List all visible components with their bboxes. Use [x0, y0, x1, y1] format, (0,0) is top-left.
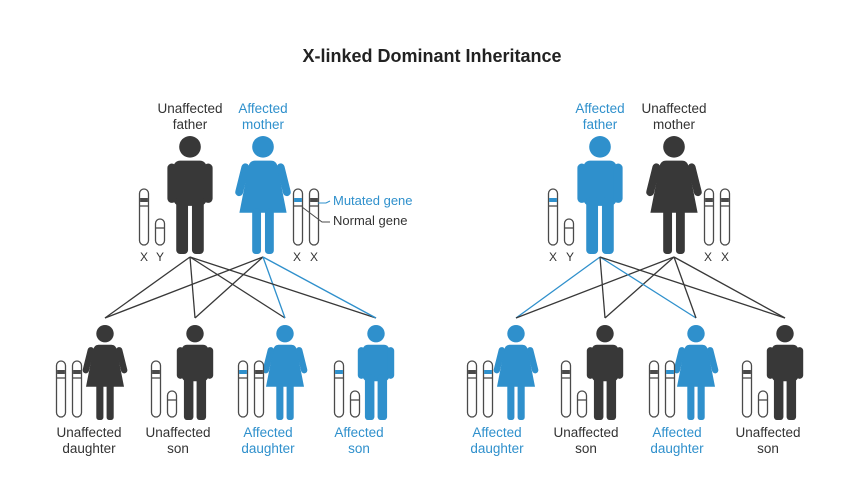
p1-child3-second-chromosome — [253, 360, 265, 418]
p1-child4-first-chromosome — [333, 360, 345, 418]
p2-father-to-child4-line — [599, 256, 786, 319]
p2-father-to-child1-line — [515, 256, 601, 319]
p1-mother-figure — [235, 136, 291, 254]
p2-mother-to-child4-line — [673, 256, 786, 319]
p1-father-y-label: Y — [156, 250, 165, 264]
p2-father-second-chromosome — [563, 218, 575, 246]
p2-father-to-child2-line — [599, 256, 606, 319]
p1-father-first-chromosome — [138, 188, 150, 246]
p1-father-second-chromosome — [154, 218, 166, 246]
p1-child2-figure — [176, 325, 214, 420]
p2-mother-to-child3-line — [673, 256, 697, 319]
p2-child2-first-chromosome — [560, 360, 572, 418]
p2-child4-second-chromosome — [757, 390, 769, 418]
p2-child4-first-chromosome — [741, 360, 753, 418]
p1-father-x-label: X — [140, 250, 149, 264]
p1-child3-first-chromosome — [237, 360, 249, 418]
p2-child1-figure — [493, 325, 539, 420]
p2-mother-to-child1-line — [515, 256, 675, 319]
p2-child2-figure — [586, 325, 624, 420]
p1-mother-second-chromosome — [308, 188, 320, 246]
p2-child3-figure — [673, 325, 719, 420]
p1-mother-to-child1-line — [104, 256, 264, 319]
p1-child2-first-chromosome — [150, 360, 162, 418]
p1-father-to-child3-line — [189, 256, 286, 319]
p2-child1-second-chromosome — [482, 360, 494, 418]
legend-connectors — [301, 200, 331, 223]
p1-mother-to-child3-line — [262, 256, 286, 319]
p1-father-figure — [167, 136, 213, 254]
p1-father-to-child1-line — [104, 256, 191, 319]
diagram-title: X-linked Dominant Inheritance — [302, 46, 562, 66]
p2-child3-first-chromosome — [648, 360, 660, 418]
p2-child1-first-chromosome — [466, 360, 478, 418]
p1-mother-x2-label: X — [310, 250, 319, 264]
p1-child1-figure — [82, 325, 128, 420]
p2-child3-second-chromosome — [664, 360, 676, 418]
p1-mother-to-child2-line — [194, 256, 264, 319]
p1-father-to-child2-line — [189, 256, 196, 319]
people-figures — [82, 136, 804, 420]
p2-father-y-label: Y — [566, 250, 575, 264]
p2-child4-figure — [766, 325, 804, 420]
p2-child2-second-chromosome — [576, 390, 588, 418]
chromosome-pairs — [55, 188, 769, 418]
p1-mother-first-chromosome — [292, 188, 304, 246]
p1-mother-x1-label: X — [293, 250, 302, 264]
p1-child4-figure — [357, 325, 395, 420]
p1-child3-figure — [262, 325, 308, 420]
legend-mutated-gene: Mutated gene — [333, 193, 413, 208]
p2-father-x-label: X — [549, 250, 558, 264]
p2-mother-to-child2-line — [604, 256, 675, 319]
legend-normal-gene: Normal gene — [333, 213, 408, 228]
p2-father-first-chromosome — [547, 188, 559, 246]
p2-mother-second-chromosome — [719, 188, 731, 246]
p1-child1-second-chromosome — [71, 360, 83, 418]
p1-child2-second-chromosome — [166, 390, 178, 418]
p2-mother-x2-label: X — [721, 250, 730, 264]
p1-child1-first-chromosome — [55, 360, 67, 418]
p1-father-to-child4-line — [189, 256, 377, 319]
p1-child4-second-chromosome — [349, 390, 361, 418]
p1-mother-to-child4-line — [262, 256, 377, 319]
p2-mother-figure — [646, 136, 702, 254]
p2-father-to-child3-line — [599, 256, 697, 319]
p2-mother-x1-label: X — [704, 250, 713, 264]
inheritance-lines — [104, 256, 786, 319]
p2-father-figure — [577, 136, 623, 254]
p2-mother-first-chromosome — [703, 188, 715, 246]
